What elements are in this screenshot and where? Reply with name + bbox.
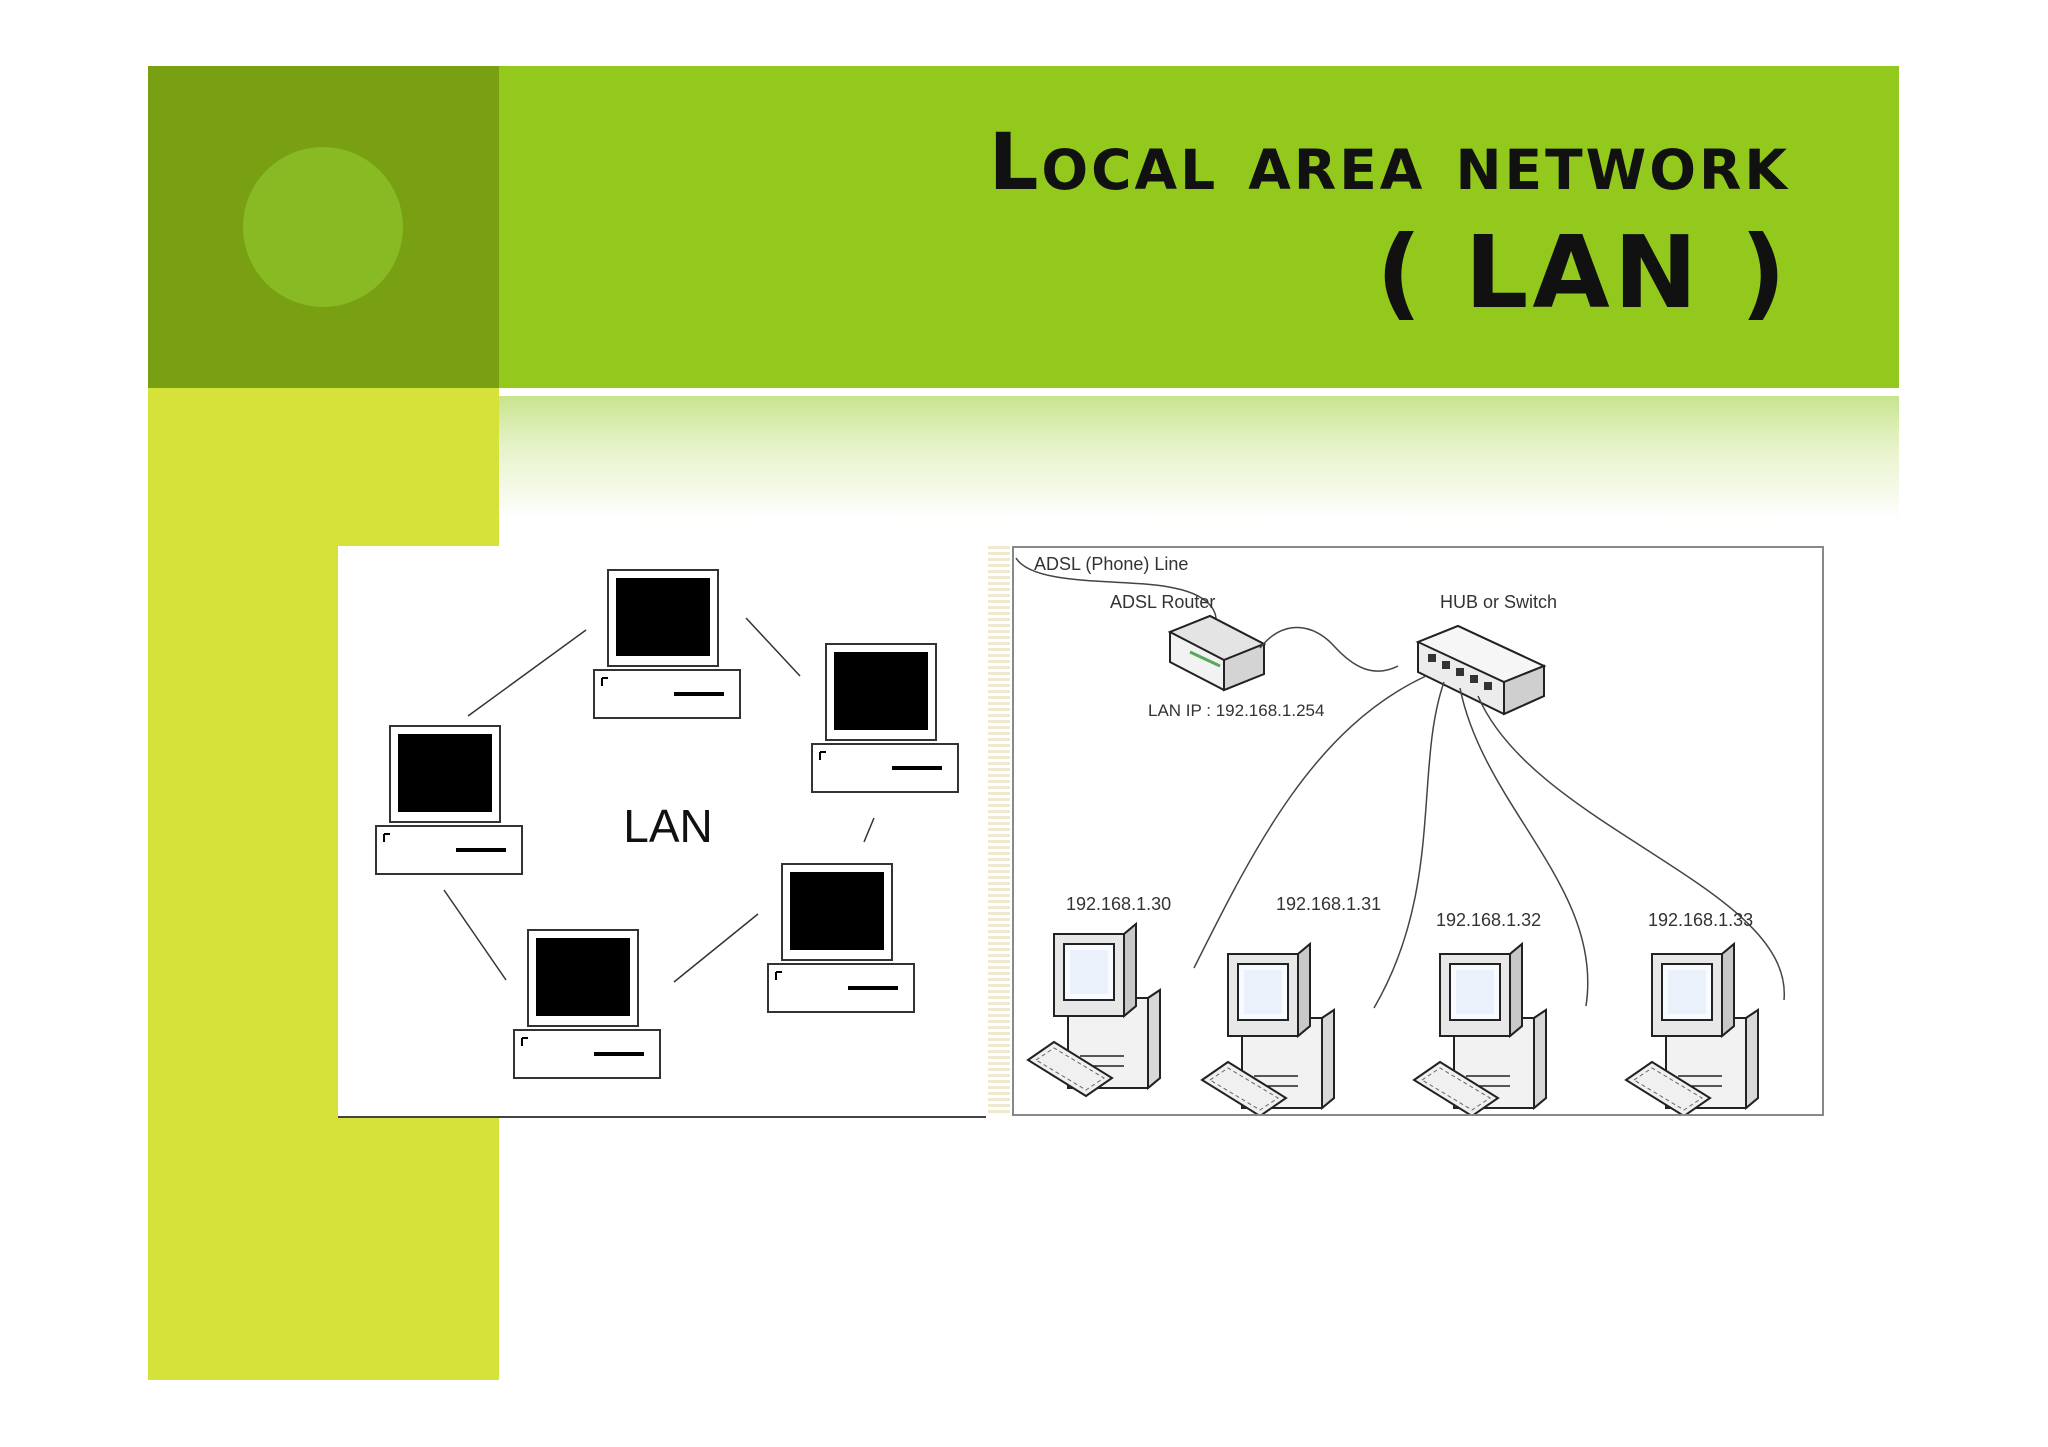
panel-divider — [988, 546, 1010, 1116]
decorative-circle — [243, 147, 403, 307]
slide-title-line1: Local area network — [988, 118, 1790, 208]
network-pc-icon — [1201, 943, 1335, 1117]
lan-ring-diagram: LAN — [338, 546, 986, 1118]
pc-cable — [1373, 681, 1445, 1009]
pc-ip-label: 192.168.1.30 — [1066, 894, 1171, 914]
lan-center-label: LAN — [623, 800, 712, 852]
lan-computer — [593, 569, 741, 719]
link-line — [863, 817, 875, 843]
hub-switch-icon — [1415, 624, 1547, 716]
router-switch-cable — [1259, 626, 1399, 672]
link-line — [443, 889, 507, 981]
link-line — [467, 629, 587, 717]
header-bar — [499, 66, 1899, 388]
network-pc-icon — [1625, 943, 1759, 1117]
router-ip-label: LAN IP : 192.168.1.254 — [1148, 701, 1324, 720]
adsl-router-icon — [1167, 614, 1267, 692]
pc-ip-label: 192.168.1.31 — [1276, 894, 1381, 914]
pc-cable — [1477, 695, 1785, 1001]
link-line — [745, 617, 801, 677]
pc-cable — [1459, 687, 1589, 1007]
adsl-line-label: ADSL (Phone) Line — [1034, 554, 1188, 574]
lan-network-diagram: ADSL (Phone) Line ADSL Router LAN IP : 1… — [1012, 546, 1824, 1117]
lan-computer — [811, 643, 959, 793]
network-pc-icon — [1413, 943, 1547, 1117]
header-fade-band — [499, 396, 1899, 520]
link-line — [673, 913, 759, 983]
adsl-line — [1015, 557, 1217, 635]
switch-label: HUB or Switch — [1440, 592, 1557, 612]
lan-computer — [375, 725, 523, 875]
lan-computer — [767, 863, 915, 1013]
router-label: ADSL Router — [1110, 592, 1215, 612]
lan-computer — [513, 929, 661, 1079]
pc-ip-label: 192.168.1.32 — [1436, 910, 1541, 930]
network-pc-icon — [1027, 923, 1161, 1097]
pc-cable — [1193, 675, 1427, 969]
slide-title-line2: ( LAN ) — [1376, 214, 1790, 331]
pc-ip-label: 192.168.1.33 — [1648, 910, 1753, 930]
